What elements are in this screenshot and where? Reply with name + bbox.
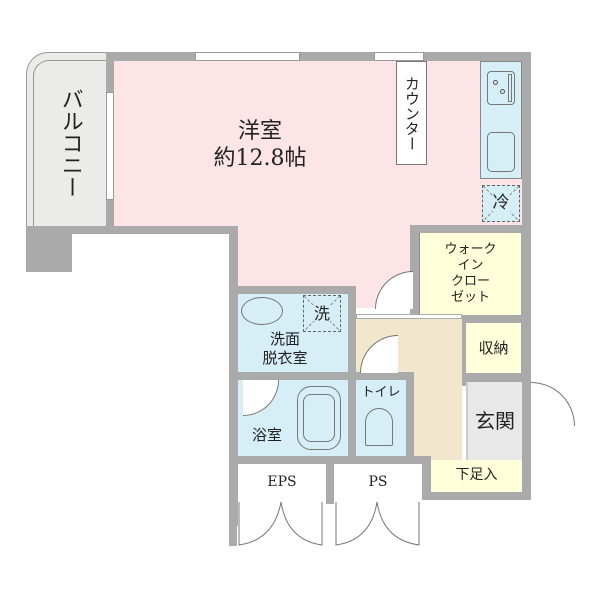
eps: EPS (238, 464, 326, 502)
wall-left-block (26, 226, 72, 272)
washroom-wall (229, 286, 354, 294)
western-room (114, 61, 522, 226)
wic-label-1: ウォーク (444, 241, 497, 257)
sink-icon (487, 132, 515, 172)
wall-right-top (522, 52, 531, 382)
toilet-wall-right (406, 372, 414, 462)
washroom-label-2: 脱衣室 (262, 349, 308, 367)
storage: 収納 (466, 323, 521, 373)
wall-top (106, 52, 530, 61)
shoe-box-wall (422, 456, 431, 496)
eps-left-wall (229, 496, 237, 546)
bathroom-label: 浴室 (251, 425, 282, 444)
wic-label-4: ゼット (450, 290, 490, 306)
washbasin-icon (241, 297, 283, 325)
shoe-box: 下足入 (431, 460, 522, 492)
stove-icon (487, 71, 515, 105)
toilet-label: トイレ (361, 384, 401, 400)
wall-wash-toilet (348, 286, 356, 462)
wall-left-mid (26, 226, 238, 234)
hallway-opening (356, 314, 462, 319)
balcony-label: バルコニー (57, 87, 83, 198)
entrance: 玄関 (466, 382, 522, 460)
window-top-right (374, 52, 424, 61)
window-balcony (106, 92, 114, 200)
toilet-wall (356, 372, 414, 380)
window-top-left (195, 52, 300, 61)
walk-in-closet: ウォーク イン クロー ゼット (419, 233, 521, 315)
western-room-area: 約12.8帖 (213, 146, 307, 171)
balcony-inner-line (33, 60, 110, 228)
washroom-label-1: 洗面 (269, 330, 300, 349)
ps: PS (334, 464, 422, 502)
counter-label: カウンター (402, 75, 421, 151)
entrance-door[interactable] (531, 382, 575, 426)
wall-right-lower (522, 380, 531, 500)
refrigerator-label: 冷 (492, 192, 510, 215)
eps-ps-divider (326, 464, 334, 504)
bathtub-icon (297, 386, 341, 450)
washer-label: 洗 (313, 303, 330, 324)
eps-ps-wall (229, 456, 431, 464)
balcony (26, 52, 110, 228)
wic-label-2: イン (457, 257, 484, 273)
washer: 洗 (303, 295, 341, 332)
toilet-icon (365, 408, 393, 446)
washroom-label: 洗面 脱衣室 (245, 328, 325, 370)
refrigerator: 冷 (482, 185, 520, 222)
western-room-name: 洋室 (237, 118, 282, 144)
counter: カウンター (396, 61, 427, 165)
bathroom-wall-top (229, 372, 354, 380)
eps-ps-double-doors-icon[interactable] (229, 500, 439, 550)
western-room-label: 洋室 約12.8帖 (200, 110, 320, 180)
wic-label-3: クロー (450, 274, 490, 289)
bathtub-inner (303, 394, 335, 442)
